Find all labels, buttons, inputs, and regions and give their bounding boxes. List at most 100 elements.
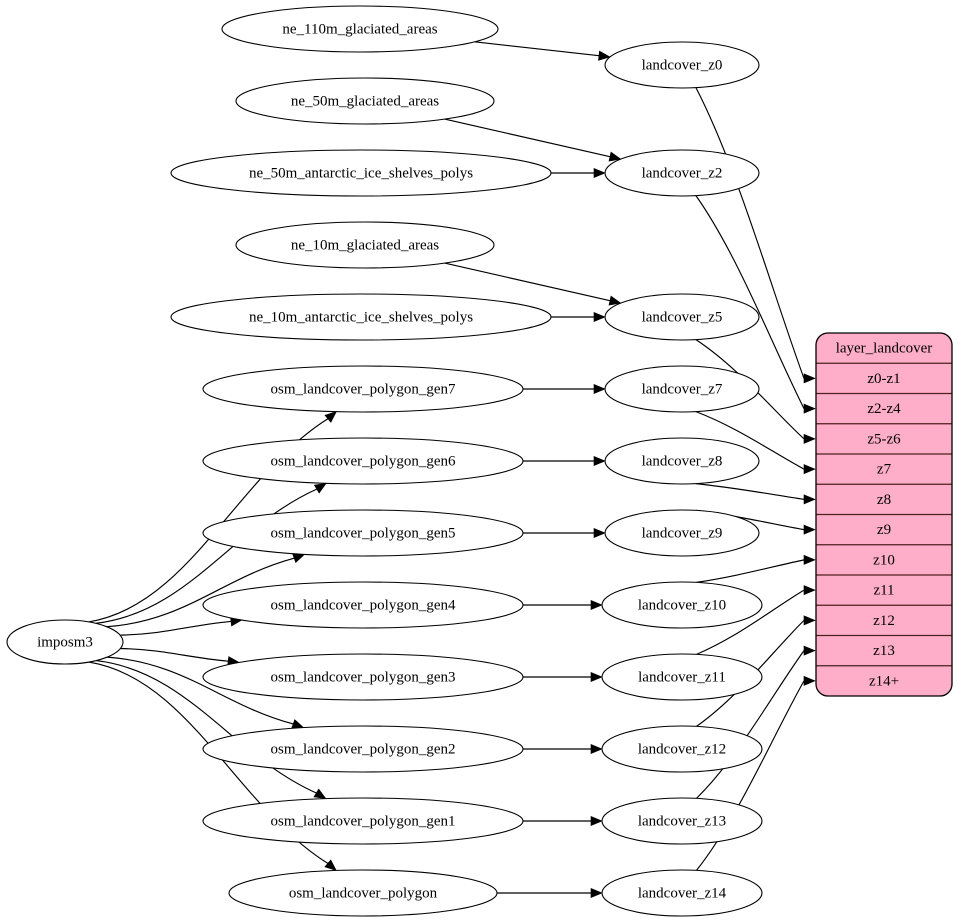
arrow-head-icon — [291, 719, 305, 729]
edge-ne_50m_glaciated_areas-to-landcover_z2 — [444, 118, 611, 158]
edge-landcover_z11-to-row7 — [696, 589, 805, 655]
arrow-head-icon — [593, 311, 606, 323]
table-header-label: layer_landcover — [836, 341, 933, 357]
node-ne_50m_antarctic_ice_shelves_polys[interactable]: ne_50m_antarctic_ice_shelves_polys — [170, 149, 552, 197]
node-landcover_z7[interactable]: landcover_z7 — [604, 365, 760, 413]
node-label: landcover_z7 — [642, 381, 723, 397]
node-label: osm_landcover_polygon — [289, 885, 438, 901]
node-osm_landcover_polygon_gen3[interactable]: osm_landcover_polygon_gen3 — [202, 653, 524, 701]
table-row-z8[interactable]: z8 — [877, 492, 891, 508]
table-row-z13[interactable]: z13 — [873, 643, 895, 659]
node-label: osm_landcover_polygon_gen5 — [271, 525, 456, 541]
edge-landcover_z13-to-row9 — [696, 650, 805, 799]
node-label: landcover_z8 — [642, 453, 723, 469]
edge-landcover_z8-to-row4 — [695, 483, 805, 500]
node-label: landcover_z12 — [638, 741, 726, 757]
edge-imposm3-to-osm_landcover_polygon_gen5 — [106, 557, 295, 628]
node-osm_landcover_polygon_gen4[interactable]: osm_landcover_polygon_gen4 — [202, 581, 524, 629]
arrow-head-icon — [313, 482, 327, 494]
node-ne_50m_glaciated_areas[interactable]: ne_50m_glaciated_areas — [235, 77, 495, 125]
edge-landcover_z2-to-row1 — [695, 195, 805, 409]
table-row-z0-z1[interactable]: z0-z1 — [867, 371, 900, 387]
arrow-head-icon — [803, 645, 816, 656]
node-landcover_z11[interactable]: landcover_z11 — [601, 653, 763, 701]
node-label: ne_110m_glaciated_areas — [282, 21, 437, 37]
table-row-z9[interactable]: z9 — [877, 522, 891, 538]
node-landcover_z0[interactable]: landcover_z0 — [604, 41, 760, 89]
node-imposm3[interactable]: imposm3 — [6, 619, 124, 665]
edge-landcover_z0-to-row0 — [695, 87, 805, 379]
table-row-z2-z4[interactable]: z2-z4 — [867, 401, 901, 417]
node-osm_landcover_polygon_gen6[interactable]: osm_landcover_polygon_gen6 — [202, 437, 524, 485]
edge-imposm3-to-osm_landcover_polygon_gen4 — [120, 620, 232, 636]
node-ne_10m_glaciated_areas[interactable]: ne_10m_glaciated_areas — [235, 221, 495, 269]
edge-landcover_z14-to-row10 — [696, 680, 805, 871]
arrow-head-icon — [324, 411, 337, 423]
node-landcover_z13[interactable]: landcover_z13 — [601, 797, 763, 845]
node-osm_landcover_polygon_gen2[interactable]: osm_landcover_polygon_gen2 — [202, 725, 524, 773]
node-osm_landcover_polygon_gen7[interactable]: osm_landcover_polygon_gen7 — [202, 365, 524, 413]
arrow-head-icon — [598, 50, 611, 61]
edge-imposm3-to-osm_landcover_polygon_gen1 — [95, 660, 317, 794]
node-label: ne_10m_glaciated_areas — [291, 237, 439, 253]
layer-landcover-table-body — [816, 333, 952, 696]
arrow-head-icon — [608, 151, 622, 162]
node-landcover_z12[interactable]: landcover_z12 — [601, 725, 763, 773]
node-label: landcover_z10 — [638, 597, 726, 613]
node-osm_landcover_polygon_gen5[interactable]: osm_landcover_polygon_gen5 — [202, 509, 524, 557]
arrow-head-icon — [590, 743, 603, 755]
edge-ne_10m_glaciated_areas-to-landcover_z5 — [444, 262, 611, 302]
arrow-head-icon — [803, 554, 816, 565]
arrow-head-icon — [324, 859, 337, 871]
arrow-head-icon — [593, 527, 606, 539]
arrow-head-icon — [803, 403, 816, 414]
node-landcover_z14[interactable]: landcover_z14 — [601, 869, 763, 917]
node-landcover_z2[interactable]: landcover_z2 — [604, 149, 760, 197]
node-label: ne_50m_antarctic_ice_shelves_polys — [249, 165, 473, 181]
node-ne_110m_glaciated_areas[interactable]: ne_110m_glaciated_areas — [221, 5, 499, 53]
arrow-head-icon — [803, 373, 816, 384]
table-row-z14+[interactable]: z14+ — [869, 673, 899, 689]
node-label: osm_landcover_polygon_gen1 — [271, 813, 456, 829]
edge-ne_110m_glaciated_areas-to-landcover_z0 — [474, 41, 600, 57]
arrow-head-icon — [590, 671, 603, 683]
node-label: ne_50m_glaciated_areas — [291, 93, 439, 109]
table-row-z10[interactable]: z10 — [873, 552, 895, 568]
arrow-head-icon — [803, 675, 816, 686]
node-label: landcover_z5 — [642, 309, 723, 325]
node-label: landcover_z9 — [642, 525, 723, 541]
node-ne_10m_antarctic_ice_shelves_polys[interactable]: ne_10m_antarctic_ice_shelves_polys — [170, 293, 552, 341]
table-row-z12[interactable]: z12 — [873, 613, 895, 629]
table-row-z7[interactable]: z7 — [877, 462, 892, 478]
arrow-head-icon — [803, 615, 816, 626]
node-landcover_z9[interactable]: landcover_z9 — [604, 509, 760, 557]
arrow-head-icon — [590, 599, 603, 611]
node-osm_landcover_polygon[interactable]: osm_landcover_polygon — [228, 869, 498, 917]
node-label: osm_landcover_polygon_gen3 — [271, 669, 456, 685]
edge-landcover_z7-to-row3 — [695, 411, 805, 470]
arrow-head-icon — [590, 887, 603, 899]
node-label: landcover_z11 — [638, 669, 726, 685]
edge-imposm3-to-osm_landcover_polygon_gen3 — [120, 647, 229, 662]
node-label: landcover_z13 — [638, 813, 726, 829]
arrow-head-icon — [803, 585, 816, 596]
node-layer: imposm3 ne_110m_glaciated_areas ne_50m_gla… — [6, 5, 763, 917]
node-osm_landcover_polygon_gen1[interactable]: osm_landcover_polygon_gen1 — [202, 797, 524, 845]
table-row-z5-z6[interactable]: z5-z6 — [867, 431, 901, 447]
node-label: osm_landcover_polygon_gen7 — [271, 381, 456, 397]
node-landcover_z5[interactable]: landcover_z5 — [604, 293, 760, 341]
node-label: osm_landcover_polygon_gen6 — [271, 453, 456, 469]
edge-imposm3-to-osm_landcover_polygon_gen2 — [107, 656, 294, 725]
arrow-head-icon — [292, 553, 306, 564]
arrow-head-icon — [608, 295, 622, 306]
table-layer: layer_landcover z0-z1 z2-z4 z5-z6 z7 z8 z9 z10 z… — [815, 332, 953, 697]
node-landcover_z10[interactable]: landcover_z10 — [601, 581, 763, 629]
arrow-head-icon — [593, 455, 606, 467]
node-landcover_z8[interactable]: landcover_z8 — [604, 437, 760, 485]
node-label: ne_10m_antarctic_ice_shelves_polys — [249, 309, 473, 325]
edge-landcover_z10-to-row6 — [696, 559, 805, 583]
arrow-head-icon — [803, 433, 816, 444]
table-row-z11[interactable]: z11 — [873, 583, 894, 599]
arrow-head-icon — [313, 788, 327, 800]
